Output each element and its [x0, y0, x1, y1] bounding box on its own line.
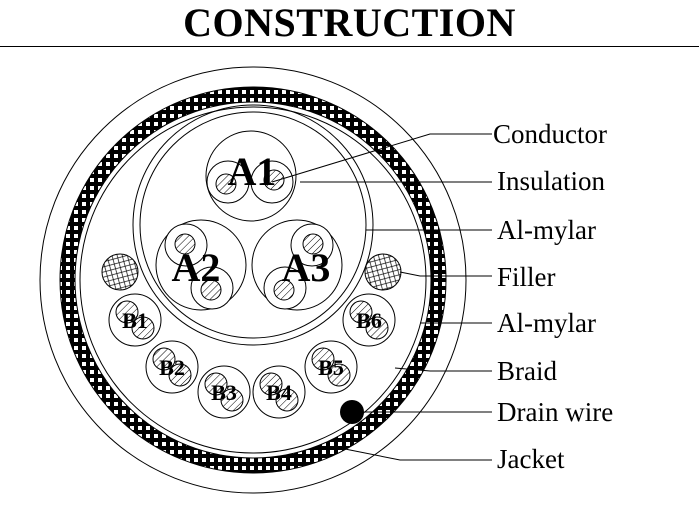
- leader-lines: [271, 133, 492, 461]
- callout-insulation: Insulation: [497, 166, 605, 196]
- label-b6: B6: [356, 308, 382, 333]
- filler-left: [101, 253, 139, 291]
- callout-braid: Braid: [497, 356, 557, 386]
- outer-al-mylar-inner-edge: [79, 106, 427, 454]
- pair-b5: [304, 340, 358, 394]
- leader-jacket: [339, 447, 492, 461]
- leader-braid: [394, 367, 492, 372]
- pair-b6: [342, 293, 396, 347]
- inner-al-mylar-inner-edge: [139, 111, 367, 339]
- pair-a1: [205, 130, 297, 222]
- leader-conductor: [271, 133, 492, 183]
- title-underline: [0, 46, 699, 47]
- label-a2: A2: [172, 245, 221, 290]
- pair-a2: [155, 219, 247, 311]
- drain-wire-dot: [340, 400, 364, 424]
- label-b4: B4: [266, 380, 292, 405]
- pair-b2: [145, 340, 199, 394]
- page-title: CONSTRUCTION: [183, 0, 516, 45]
- pair-b3: [197, 365, 251, 419]
- callout-al-mylar-inner: Al-mylar: [497, 215, 596, 245]
- inner-al-mylar-ring: [132, 104, 374, 346]
- pair-b1: [108, 293, 162, 347]
- callout-drain-wire: Drain wire: [497, 397, 613, 427]
- callout-al-mylar-pair: Al-mylar: [497, 308, 596, 338]
- callout-conductor: Conductor: [493, 119, 607, 149]
- label-b3: B3: [211, 380, 237, 405]
- label-b5: B5: [318, 355, 344, 380]
- leader-filler: [399, 271, 492, 277]
- callout-jacket: Jacket: [497, 444, 565, 474]
- label-a1: A1: [228, 149, 277, 194]
- label-b2: B2: [159, 355, 185, 380]
- pair-b4: [252, 365, 306, 419]
- filler-right: [364, 253, 402, 291]
- label-a3: A3: [282, 245, 331, 290]
- label-b1: B1: [122, 308, 148, 333]
- pair-a3: [251, 219, 343, 311]
- callout-filler: Filler: [497, 262, 556, 292]
